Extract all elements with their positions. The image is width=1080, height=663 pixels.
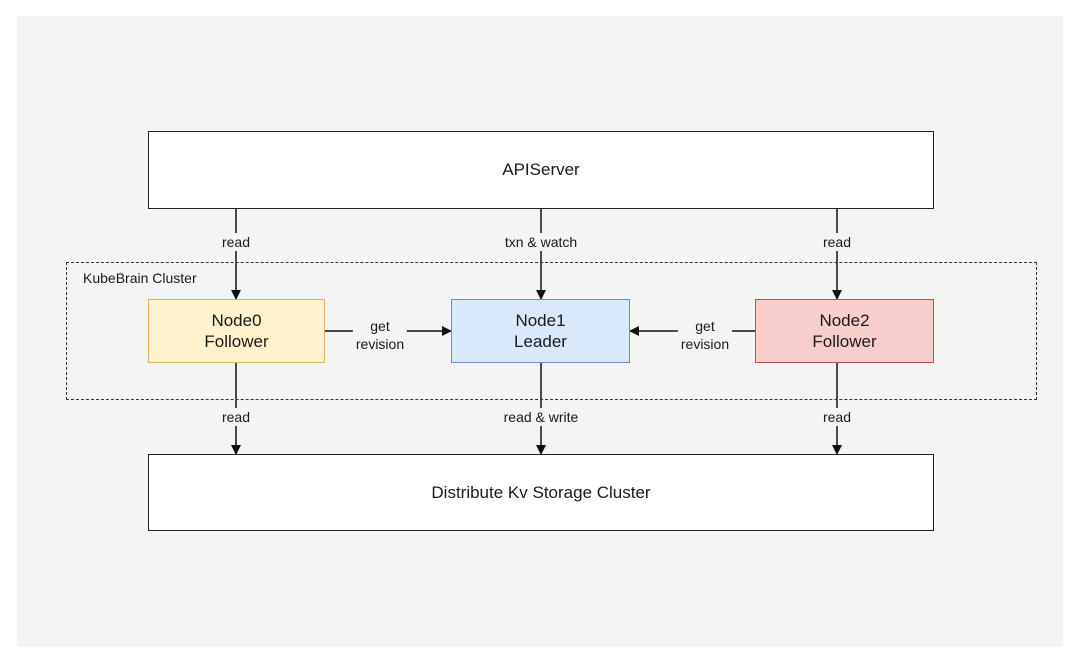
node0-name: Node0	[211, 311, 262, 330]
edge-label-node2-node1-line2: revision	[680, 336, 730, 352]
node1-role: Leader	[514, 332, 567, 351]
node1-box: Node1 Leader	[451, 299, 630, 363]
cluster-label: KubeBrain Cluster	[83, 270, 197, 286]
edge-label-node0-node1: get revision	[352, 317, 408, 353]
apiserver-box: APIServer	[148, 131, 934, 209]
storage-box: Distribute Kv Storage Cluster	[148, 454, 934, 531]
node0-role: Follower	[204, 332, 269, 351]
apiserver-label: APIServer	[502, 160, 580, 179]
edge-label-node0-storage: read	[218, 408, 254, 426]
edge-label-node2-node1-line1: get	[695, 318, 715, 334]
edge-label-api-node2: read	[819, 233, 855, 251]
edge-label-node0-node1-line2: revision	[355, 336, 405, 352]
storage-label: Distribute Kv Storage Cluster	[431, 482, 651, 502]
edge-label-node1-storage: read & write	[500, 408, 582, 426]
edge-label-node0-node1-line1: get	[370, 318, 390, 334]
node0-box: Node0 Follower	[148, 299, 325, 363]
edge-label-node2-storage: read	[819, 408, 855, 426]
edge-label-node2-node1: get revision	[677, 317, 733, 353]
node2-role: Follower	[812, 332, 877, 351]
kubebrain-cluster-boundary	[66, 262, 1037, 400]
edge-label-api-node0: read	[218, 233, 254, 251]
node2-name: Node2	[819, 311, 870, 330]
node1-name: Node1	[515, 311, 566, 330]
edge-label-api-node1: txn & watch	[501, 233, 581, 251]
node2-box: Node2 Follower	[755, 299, 934, 363]
